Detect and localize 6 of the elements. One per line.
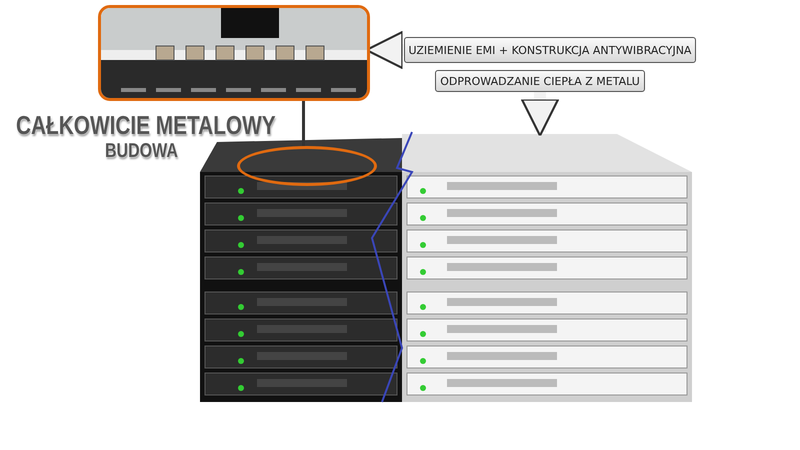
leader-line (302, 101, 305, 146)
callout-label: ODPROWADZANIE CIEPŁA Z METALU (435, 70, 645, 92)
arrow (520, 92, 560, 137)
feature-heading: CAŁKOWICIE METALOWY (16, 110, 276, 141)
feature-heading: BUDOWA (105, 140, 178, 163)
callout-label: UZIEMIENIE EMI + KONSTRUKCJA ANTYWIBRACYJNA (404, 37, 696, 63)
